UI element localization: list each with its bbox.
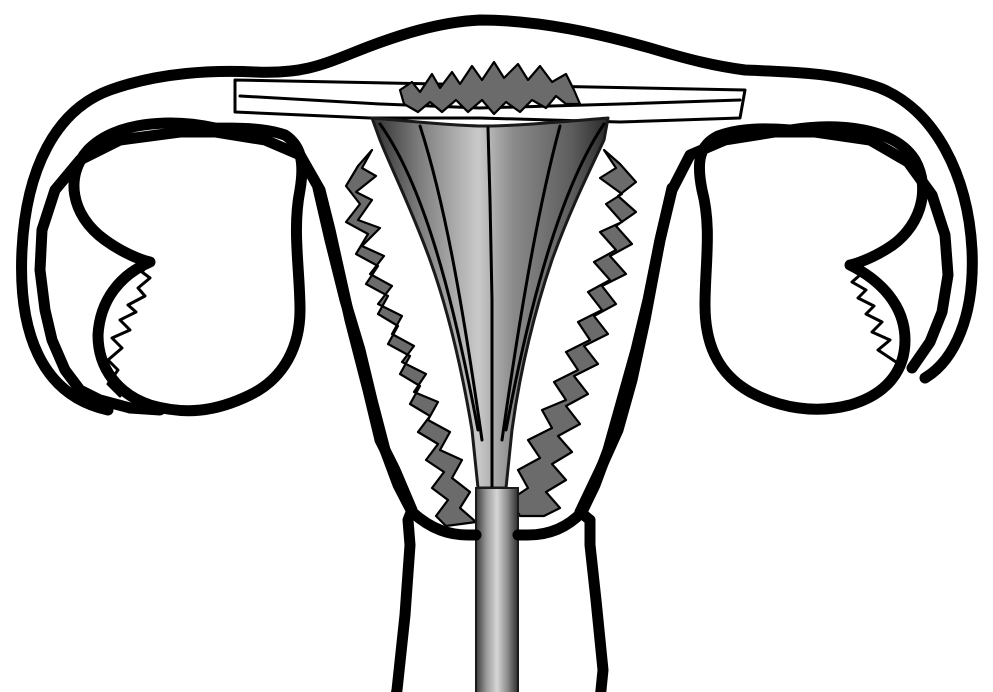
uterine-body-outline-right <box>580 132 948 692</box>
ovary-right <box>699 127 922 409</box>
device-shaft <box>476 488 518 692</box>
uterine-wall-right <box>582 188 672 512</box>
ovary-left <box>74 123 302 411</box>
